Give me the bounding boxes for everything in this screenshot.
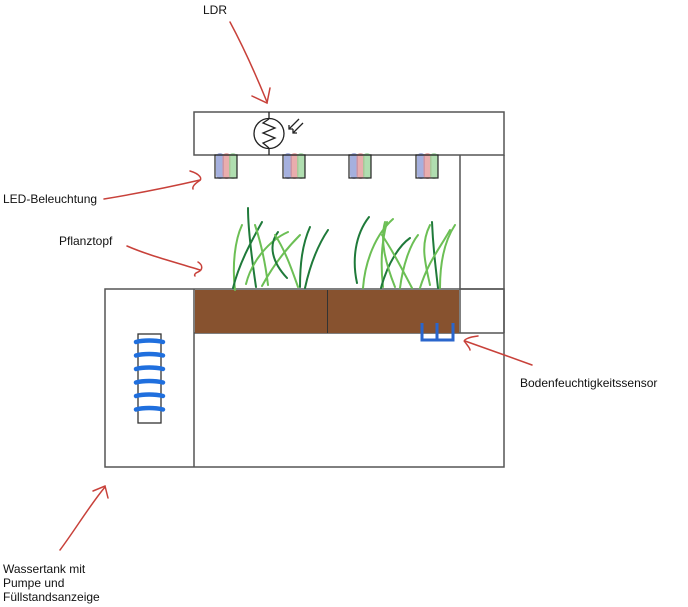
led-icon [214, 153, 238, 179]
water-level-mark [133, 365, 166, 372]
ldr-circle [253, 117, 285, 150]
water-level-mark [133, 378, 166, 385]
plant-pot [195, 290, 459, 333]
led-color-strip [297, 153, 305, 179]
led-lights [214, 153, 439, 179]
led-color-strip [417, 153, 425, 179]
label-water-tank-line-1: Wassertank mit [3, 562, 86, 576]
water-level-gauge [133, 333, 166, 424]
plants [232, 207, 456, 291]
soil-left [195, 290, 327, 333]
label-led-lighting: LED-Beleuchtung [3, 192, 98, 206]
led-housing [214, 154, 238, 179]
led-housing [282, 154, 306, 179]
moisture-sensor [420, 323, 455, 342]
led-color-strip [363, 153, 371, 179]
led-color-strip [290, 153, 299, 179]
label-water-tank-line-2: Pumpe und [3, 576, 65, 590]
gauge-outline [137, 333, 162, 424]
water-level-mark [133, 392, 166, 399]
water-level-mark [133, 351, 166, 358]
led-icon [348, 153, 372, 179]
soil-right [328, 290, 459, 333]
ldr-symbol [253, 112, 304, 155]
arrow-led [103, 170, 202, 200]
arrow-sensor [463, 335, 533, 366]
arrow-tank [59, 484, 109, 551]
label-plant-pot: Pflanztopf [59, 234, 113, 248]
led-housing [415, 154, 439, 179]
led-color-strip [222, 153, 231, 179]
led-color-strip [423, 153, 432, 179]
label-water-tank-line-3: Füllstandsanzeige [3, 590, 100, 604]
arrow-ldr [229, 21, 271, 105]
led-color-strip [430, 153, 438, 179]
water-level-mark [133, 405, 166, 412]
label-ldr: LDR [203, 3, 228, 17]
base-housing [104, 288, 505, 468]
led-color-strip [229, 153, 237, 179]
led-color-strip [216, 153, 224, 179]
led-color-strip [356, 153, 365, 179]
light-rays-icon [288, 118, 304, 134]
plant-right [353, 216, 456, 289]
label-water-tank: Wassertank mit Pumpe und Füllstandsanzei… [3, 562, 100, 604]
plant-left [232, 207, 329, 291]
arrows [59, 21, 533, 551]
light-bar [193, 111, 505, 156]
led-color-strip [284, 153, 292, 179]
led-housing [348, 154, 372, 179]
label-moisture-sensor: Bodenfeuchtigkeitssensor [520, 376, 658, 390]
arrow-pot [126, 245, 203, 277]
resistor-zigzag [261, 118, 277, 149]
led-icon [415, 153, 439, 179]
water-level-mark [133, 338, 166, 345]
led-icon [282, 153, 306, 179]
led-color-strip [350, 153, 358, 179]
